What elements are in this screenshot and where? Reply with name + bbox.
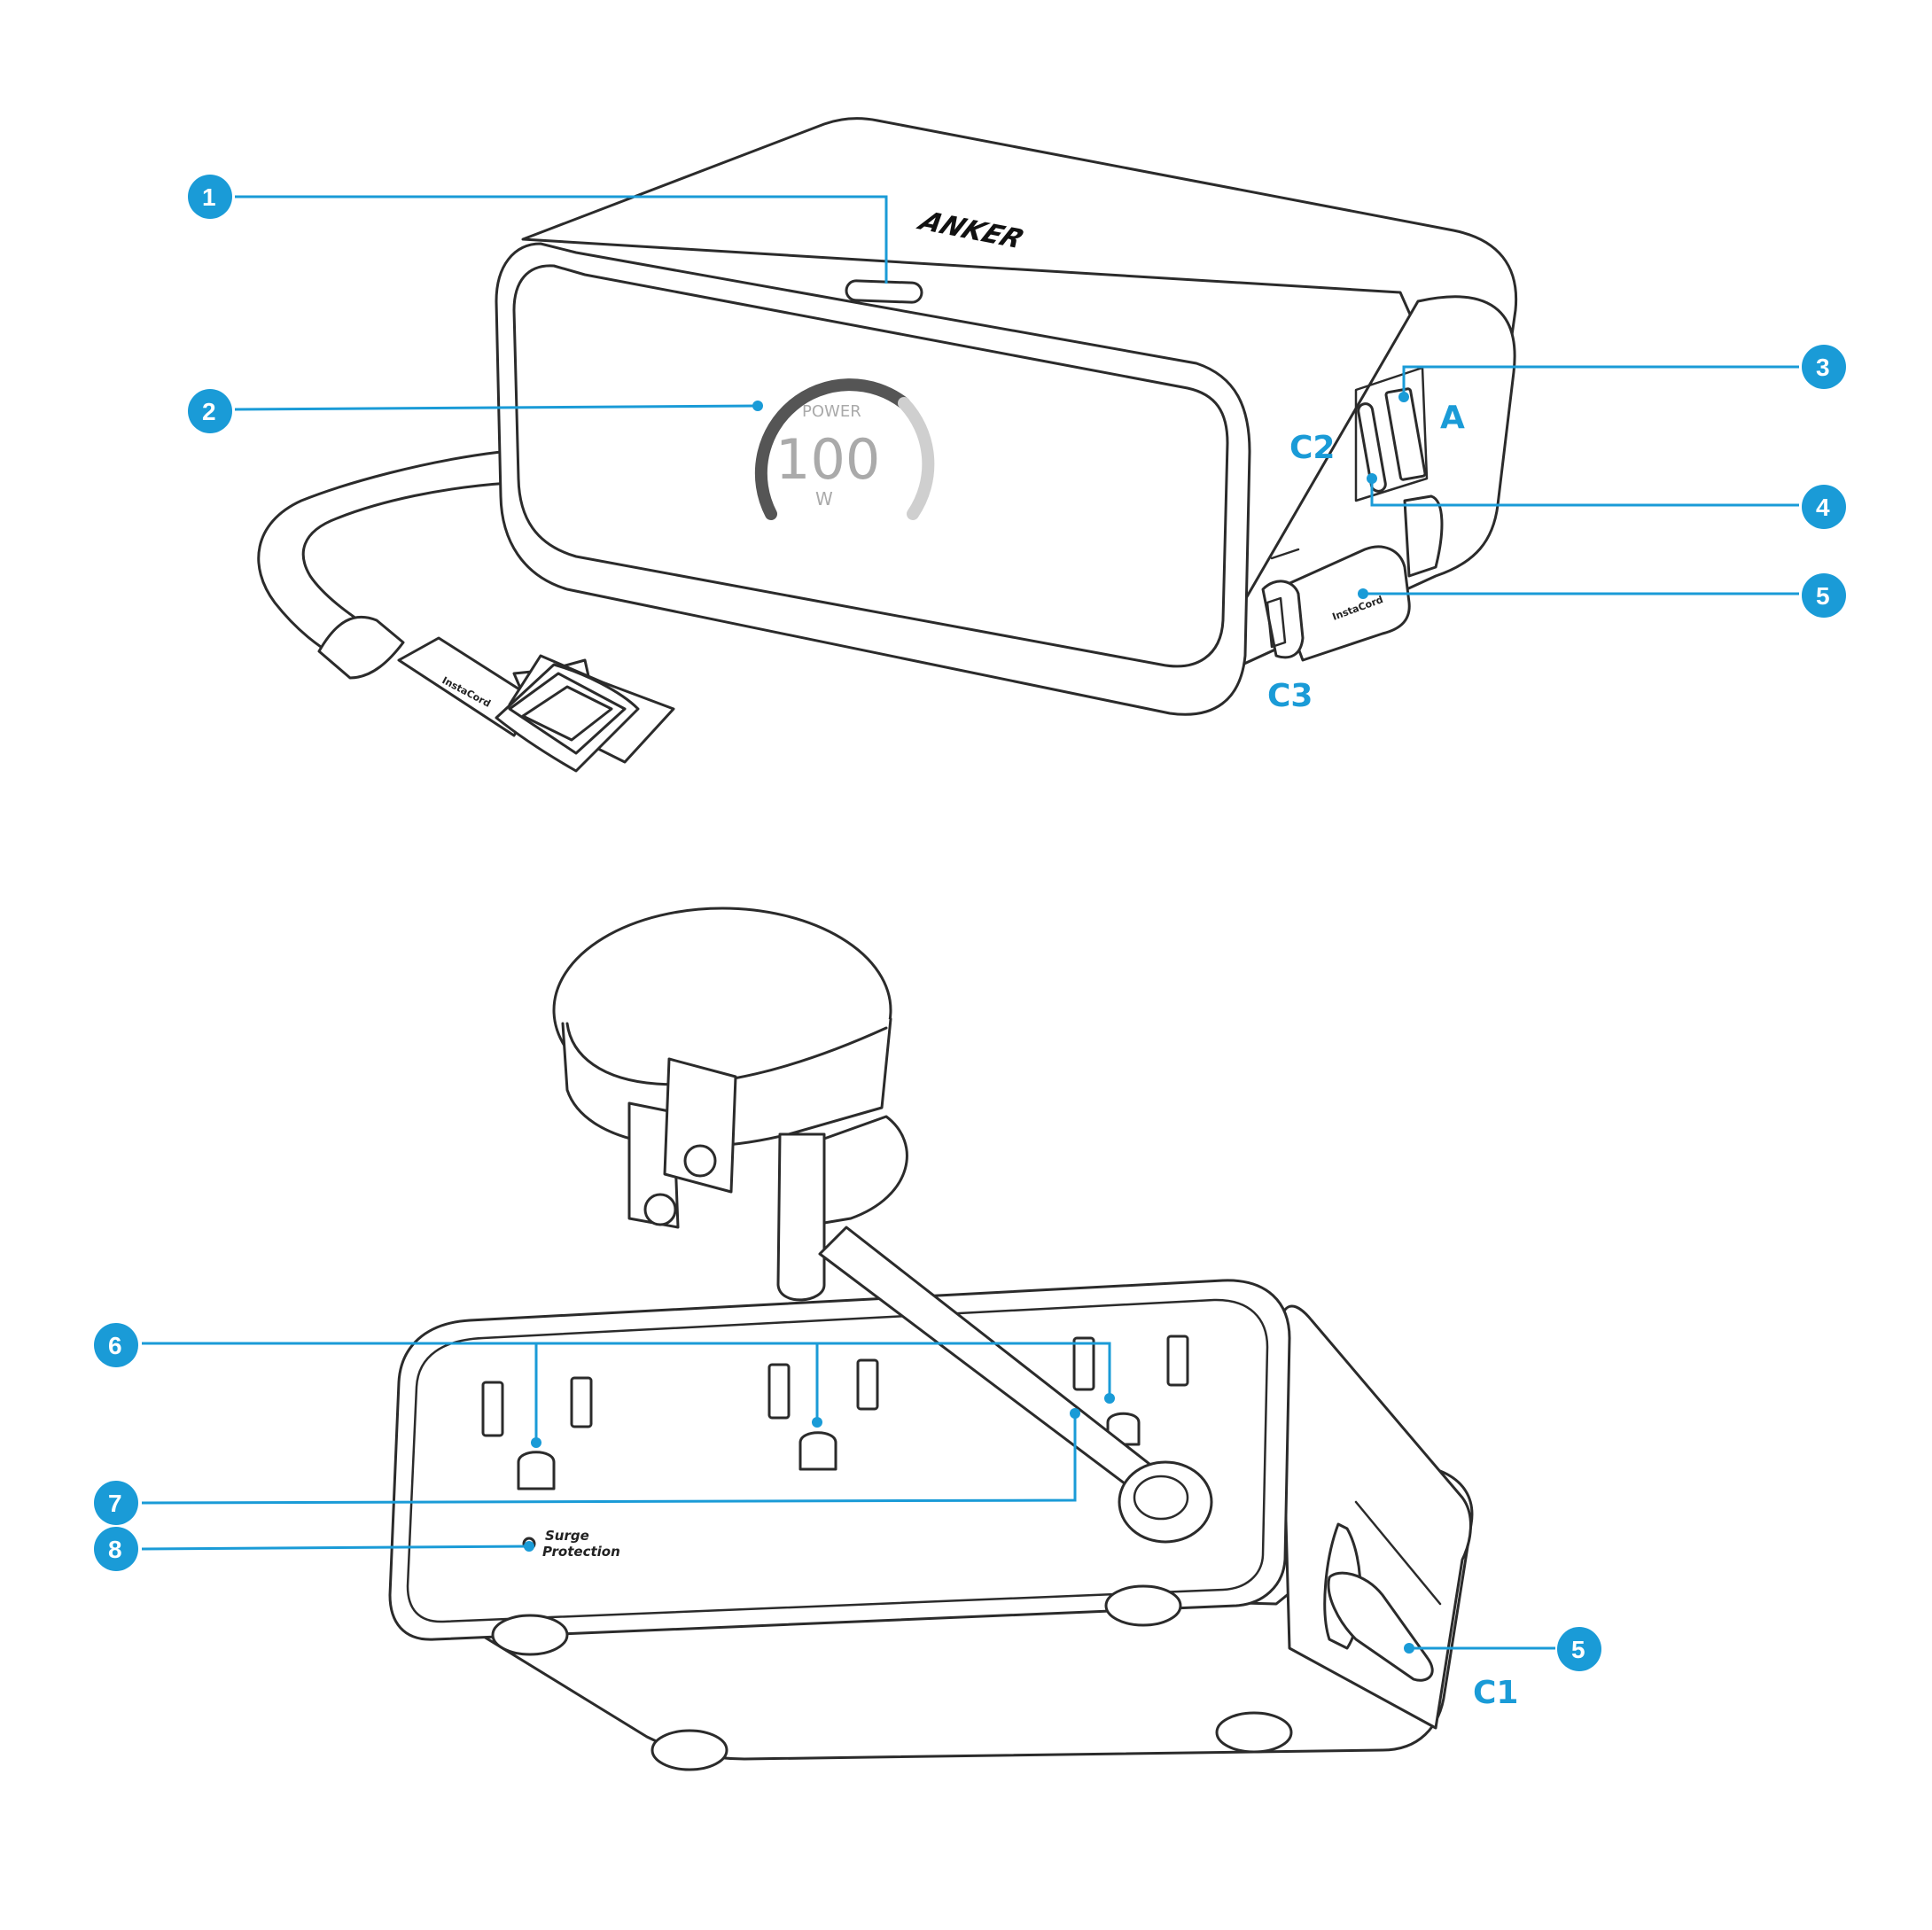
- port-label-c1: C1: [1473, 1675, 1518, 1711]
- ac-outlet-1: [481, 1376, 593, 1490]
- callout-1: 1: [202, 183, 216, 211]
- wall-plug: [552, 907, 908, 1302]
- port-label-c2: C2: [1289, 430, 1335, 466]
- callout-5-bottom: 5: [1571, 1636, 1585, 1663]
- surge-label-line1: Surge: [545, 1528, 589, 1544]
- rubber-foot: [491, 1614, 569, 1656]
- usb-c2-port[interactable]: [1357, 402, 1387, 493]
- plug-prong-center: [663, 1057, 737, 1194]
- callout-7: 7: [108, 1490, 122, 1517]
- charger-front-glass: [512, 264, 1229, 668]
- display-value: 100: [775, 427, 880, 492]
- callout-6: 6: [108, 1332, 122, 1359]
- usb-a-port[interactable]: [1384, 387, 1427, 481]
- ac-outlet-3: [1072, 1335, 1189, 1446]
- display-label-power: POWER: [802, 402, 861, 421]
- callout-2: 2: [202, 398, 216, 425]
- rubber-foot: [1104, 1584, 1182, 1627]
- retractable-cable: InstaCord: [257, 450, 675, 773]
- rubber-foot: [1215, 1711, 1293, 1754]
- usb-c3-plugged-cable: [1274, 545, 1411, 662]
- port-label-c3: C3: [1267, 678, 1313, 714]
- strip-face-outer: [388, 1279, 1291, 1641]
- callouts: 1 2 3 4 5 6 7: [94, 175, 1846, 1671]
- usb-c1-plugged-cable[interactable]: [1327, 1571, 1434, 1682]
- callout-8: 8: [108, 1536, 122, 1563]
- side-port-panel: InstaCord: [1261, 366, 1444, 662]
- callout-4: 4: [1816, 494, 1830, 521]
- surge-label-line2: Protection: [542, 1544, 620, 1560]
- charger-top-view: InstaCord ANKER POWER 100 W: [257, 117, 1518, 773]
- power-button[interactable]: [845, 279, 923, 304]
- ac-outlet-2: [767, 1358, 879, 1471]
- display-unit: W: [815, 488, 833, 510]
- charger-top-surface: [521, 117, 1518, 374]
- callout-3: 3: [1816, 354, 1830, 381]
- power-display: POWER 100 W: [754, 378, 935, 520]
- port-label-a: A: [1440, 400, 1465, 436]
- plug-ground-pin: [776, 1132, 826, 1302]
- callout-5-top: 5: [1816, 582, 1830, 610]
- power-strip-bottom-view: Surge Protection: [388, 907, 1474, 1771]
- rubber-foot: [650, 1729, 728, 1771]
- strip-face-inner: [406, 1298, 1269, 1623]
- port-labels: C2 A C3 C1: [1267, 400, 1518, 1711]
